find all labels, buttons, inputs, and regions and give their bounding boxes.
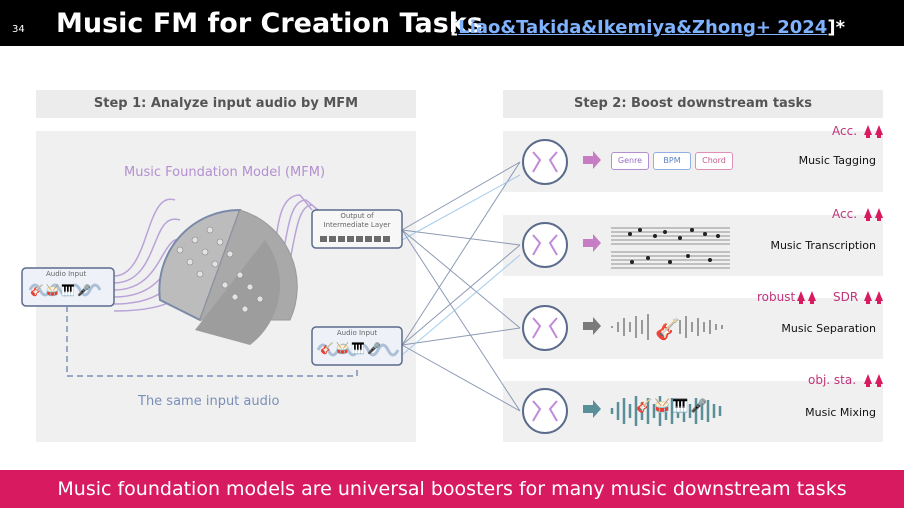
microphone-icon: 🎤	[690, 399, 709, 414]
same-input-label: The same input audio	[138, 394, 280, 409]
piano-icon: 🎹	[672, 399, 691, 414]
sheet-music-icon	[611, 227, 730, 269]
connection-lines	[401, 161, 521, 412]
tag-chord: Chord	[695, 152, 733, 170]
microphone-icon: 🎤	[77, 284, 93, 297]
citation-link[interactable]: Liao&Takida&Ikemiya&Zhong+ 2024	[458, 17, 828, 38]
piano-icon: 🎹	[61, 284, 78, 297]
task-label-tagging: Music Tagging	[798, 154, 876, 167]
instrument-icons-mix: 🎸🥁🎹🎤	[636, 399, 709, 414]
mfm-model-graphic	[158, 208, 298, 345]
citation-close: ]*	[827, 17, 845, 38]
metric-mixing: obj. sta.	[808, 373, 857, 387]
tag-bpm: BPM	[653, 152, 691, 170]
page-title: Music FM for Creation Tasks	[56, 8, 483, 39]
step2-header: Step 2: Boost downstream tasks	[503, 90, 883, 118]
drum-icon: 🥁	[654, 399, 673, 414]
intermediate-output-label: Output of Intermediate Layer	[323, 212, 391, 229]
up-arrows-icon	[797, 125, 883, 387]
arrow-right-icon	[583, 151, 601, 418]
mixing-waveform-icon	[610, 396, 722, 426]
title-bar: 34 Music FM for Creation Tasks [Liao&Tak…	[0, 0, 904, 46]
mfm-label: Music Foundation Model (MFM)	[124, 165, 326, 180]
microphone-icon: 🎤	[367, 342, 383, 355]
task-networks	[522, 139, 568, 434]
step1-header: Step 1: Analyze input audio by MFM	[36, 90, 416, 118]
task-label-separation: Music Separation	[781, 322, 876, 335]
metric-tagging: Acc.	[832, 124, 858, 138]
instrument-icons-left: 🎸🥁🎹🎤	[30, 284, 93, 297]
audio-input-left-label: Audio Input	[46, 270, 87, 278]
slide-number: 34	[12, 24, 25, 35]
drum-icon: 🥁	[335, 342, 352, 355]
audio-input-right-label: Audio Input	[336, 329, 378, 337]
metric-separation-robust: robust	[757, 290, 796, 304]
waveform-icon	[611, 314, 723, 340]
instrument-icons-right: 🎸🥁🎹🎤	[320, 342, 383, 355]
metric-transcription: Acc.	[832, 207, 858, 221]
tag-genre: Genre	[611, 152, 649, 170]
guitar-icon: 🎸	[655, 317, 680, 341]
footer-message: Music foundation models are universal bo…	[0, 470, 904, 508]
drum-icon: 🥁	[45, 284, 62, 297]
citation: [Liao&Takida&Ikemiya&Zhong+ 2024]*	[450, 17, 845, 38]
guitar-icon: 🎸	[636, 399, 655, 414]
task-label-mixing: Music Mixing	[805, 406, 876, 419]
same-input-dashed-path	[66, 306, 358, 377]
guitar-icon: 🎸	[320, 342, 336, 355]
citation-open: [	[450, 17, 459, 38]
metric-separation-sdr: SDR	[833, 290, 859, 304]
task-label-transcription: Music Transcription	[770, 239, 876, 252]
guitar-icon: 🎸	[30, 284, 46, 297]
piano-icon: 🎹	[351, 342, 368, 355]
